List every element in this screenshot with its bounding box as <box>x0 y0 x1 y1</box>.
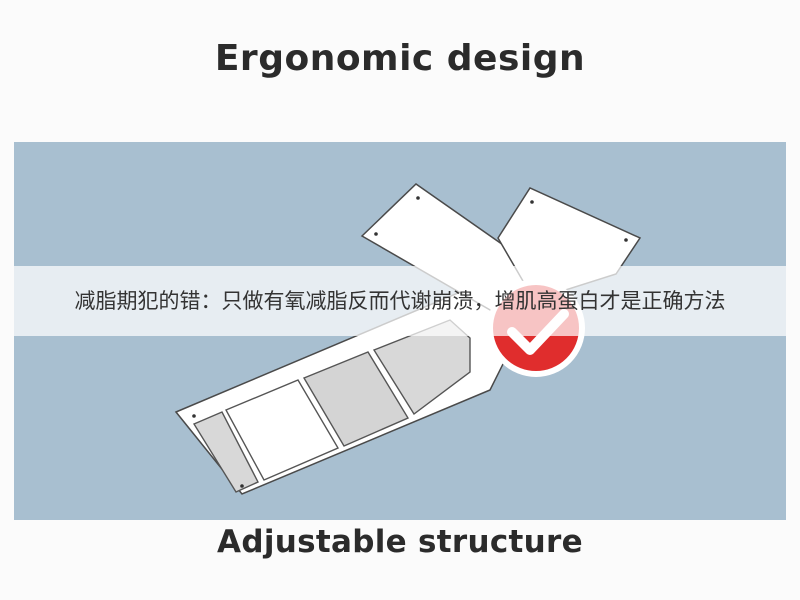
bottom-caption: Adjustable structure <box>217 524 583 560</box>
overlay-caption: 减脂期犯的错：只做有氧减脂反而代谢崩溃，增肌高蛋白才是正确方法 <box>74 289 726 313</box>
caption-overlay: 减脂期犯的错：只做有氧减脂反而代谢崩溃，增肌高蛋白才是正确方法 <box>14 266 786 336</box>
page-title: Ergonomic design <box>214 38 586 79</box>
